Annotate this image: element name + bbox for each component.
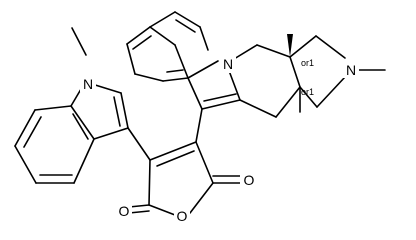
stereo-wedge [287,34,293,57]
structure-canvas: N O O O [14,11,386,224]
bond [70,105,95,140]
bond [149,141,197,161]
stereo-label-upper: or1 [301,58,314,68]
right-polycycle: N N or1 or1 [126,11,386,143]
bond [189,182,214,214]
atom-label-n-indole: N [223,56,233,72]
bond [195,141,214,184]
bond [316,76,346,108]
molecule-drawing: N O O O [14,11,386,224]
bond [201,99,241,110]
left-indole: N [14,27,129,184]
bond [187,60,219,79]
bond [14,145,37,184]
bond [148,159,151,206]
bond [174,44,189,79]
bond [120,92,129,129]
furandione-ring: O O O [116,127,256,224]
bond [199,26,209,51]
bond [299,86,318,108]
bond [73,138,95,184]
bond [239,99,277,118]
bond [126,26,151,45]
bond [289,56,301,88]
bond [174,11,201,28]
bond [203,93,237,102]
bond [166,69,184,73]
bond [233,44,258,60]
bond [256,44,291,58]
bond [149,11,176,28]
bond [187,77,203,110]
bond [134,73,164,82]
atom-label-o-carbonyl-left: O [119,203,130,219]
bond [156,150,195,167]
atom-label-o-carbonyl-right: O [244,172,255,188]
bond [72,113,89,140]
bond [289,35,317,58]
bond [149,26,176,46]
bond [14,109,36,147]
bond [195,108,203,143]
bond [113,96,121,127]
bond [227,67,241,101]
bond [34,105,72,111]
bond [127,127,151,161]
atom-label-n-pyrrolidine: N [346,62,356,78]
bond [275,86,301,118]
bond [23,116,42,148]
bond [128,210,150,214]
bond [132,35,152,50]
bond [126,43,136,75]
bond [175,19,196,33]
n-methyl-bond [71,27,87,56]
bond [162,77,189,82]
bond [148,204,176,216]
bond [91,83,122,94]
bond [315,35,346,59]
atom-label-n: N [83,76,93,92]
bond [93,127,129,140]
atom-label-o-ring: O [177,208,188,224]
bond [128,204,150,208]
stereo-label-lower: or1 [301,87,314,97]
